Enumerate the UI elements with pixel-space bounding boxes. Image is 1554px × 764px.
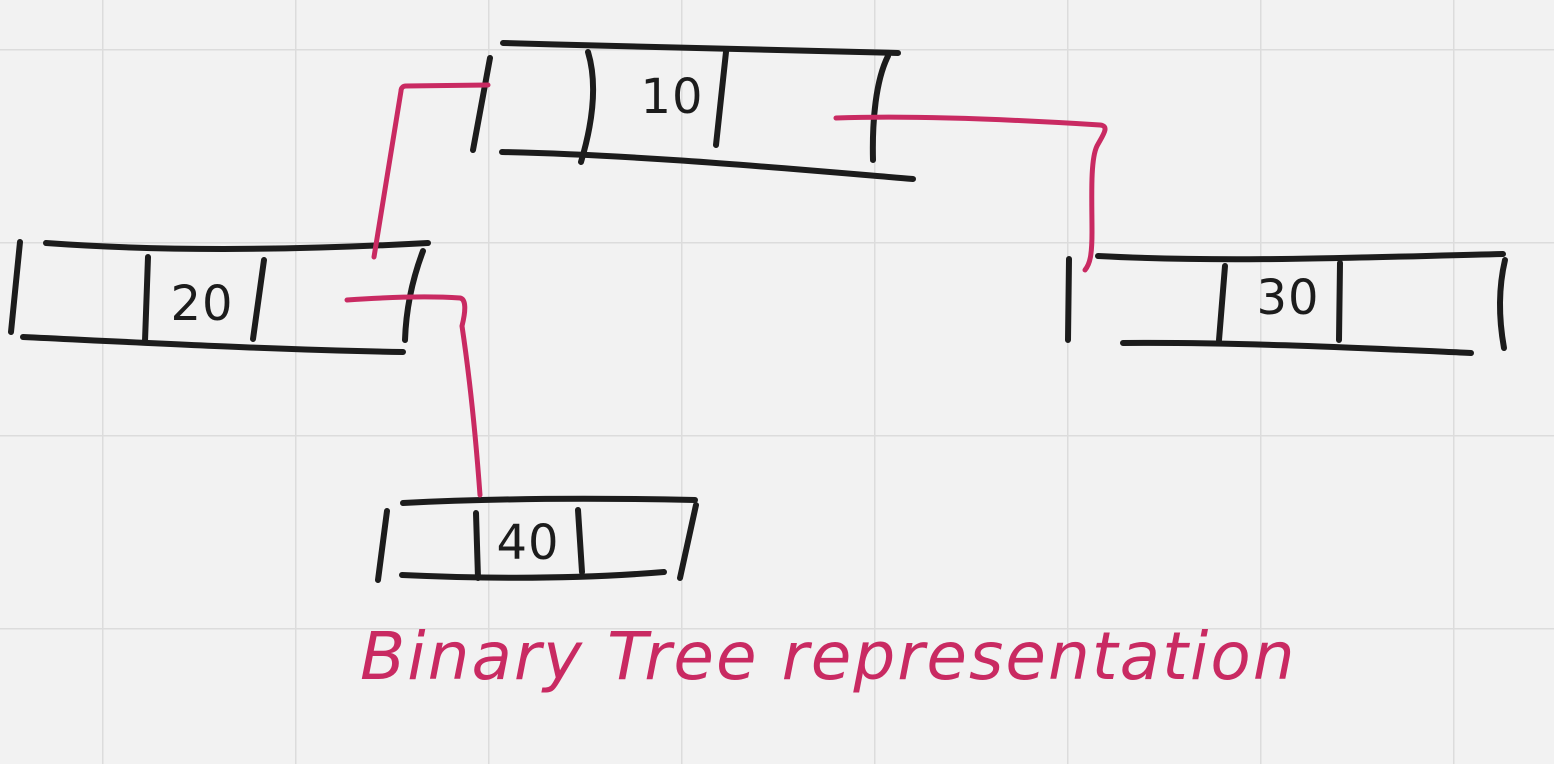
- edge-10-30: [833, 114, 1108, 273]
- node-40-box: [375, 495, 699, 583]
- node-10-value: 10: [640, 69, 704, 125]
- node-20-value: 20: [170, 276, 234, 332]
- node-10-box: [470, 40, 916, 182]
- edge-10-20: [371, 82, 491, 260]
- node-30-value: 30: [1256, 270, 1320, 326]
- node-30-box: [1065, 251, 1508, 356]
- diagram-caption: Binary Tree representation: [360, 618, 1297, 695]
- node-40-value: 40: [496, 515, 560, 571]
- edge-20-40: [344, 294, 483, 498]
